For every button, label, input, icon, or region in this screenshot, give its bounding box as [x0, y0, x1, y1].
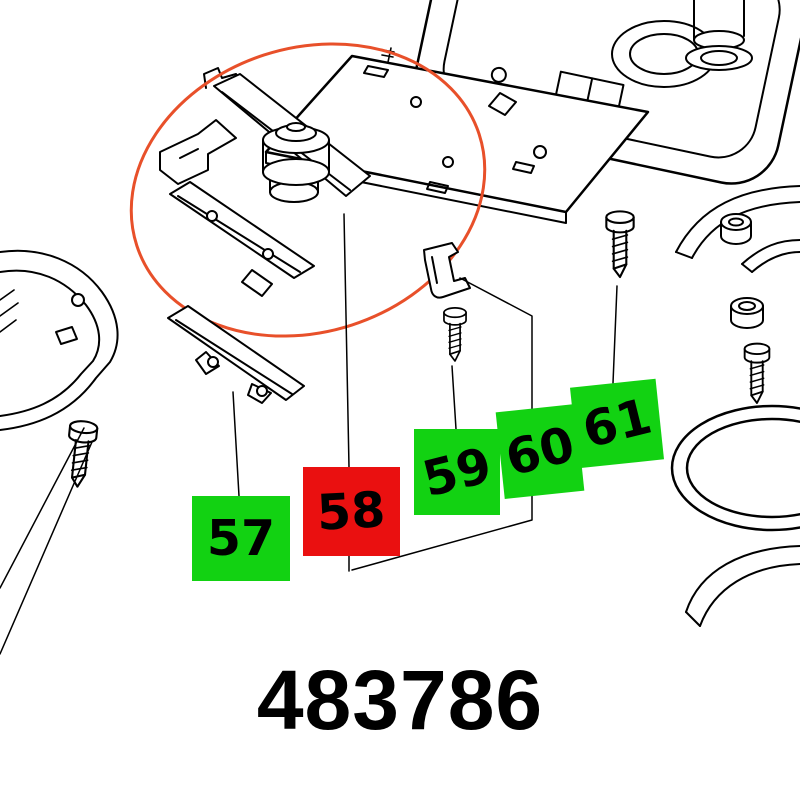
- part-callout-57[interactable]: 57: [192, 496, 290, 581]
- part-callout-58-number: 58: [315, 481, 388, 542]
- o-ring-drawing: [670, 404, 800, 532]
- screw-right-drawing: [743, 342, 771, 404]
- screw-59-drawing: [443, 307, 467, 362]
- part-callout-58[interactable]: 58: [303, 467, 400, 556]
- part-callout-60-number: 60: [500, 415, 580, 488]
- part-callout-61-number: 61: [577, 387, 657, 460]
- part-number: 483786: [256, 653, 544, 747]
- pad-fragment-drawing: [0, 249, 119, 431]
- ring-segment-drawing: [675, 185, 800, 273]
- highlight-ellipse: [129, 42, 487, 338]
- screw-61-drawing: [605, 210, 635, 279]
- part-callout-59[interactable]: 59: [414, 429, 500, 515]
- bracket-drawing: [167, 305, 305, 404]
- part-callout-60[interactable]: 60: [495, 404, 585, 499]
- part-callout-61[interactable]: 61: [570, 378, 664, 469]
- part-callout-59-number: 59: [417, 436, 497, 508]
- pad-edge-drawing: [685, 545, 800, 627]
- part-callout-57-number: 57: [206, 510, 276, 567]
- nut-drawing: [730, 297, 764, 329]
- lever-assembly-drawing: [159, 67, 371, 297]
- screw-pad-drawing: [62, 418, 99, 490]
- clip-drawing: [423, 242, 471, 299]
